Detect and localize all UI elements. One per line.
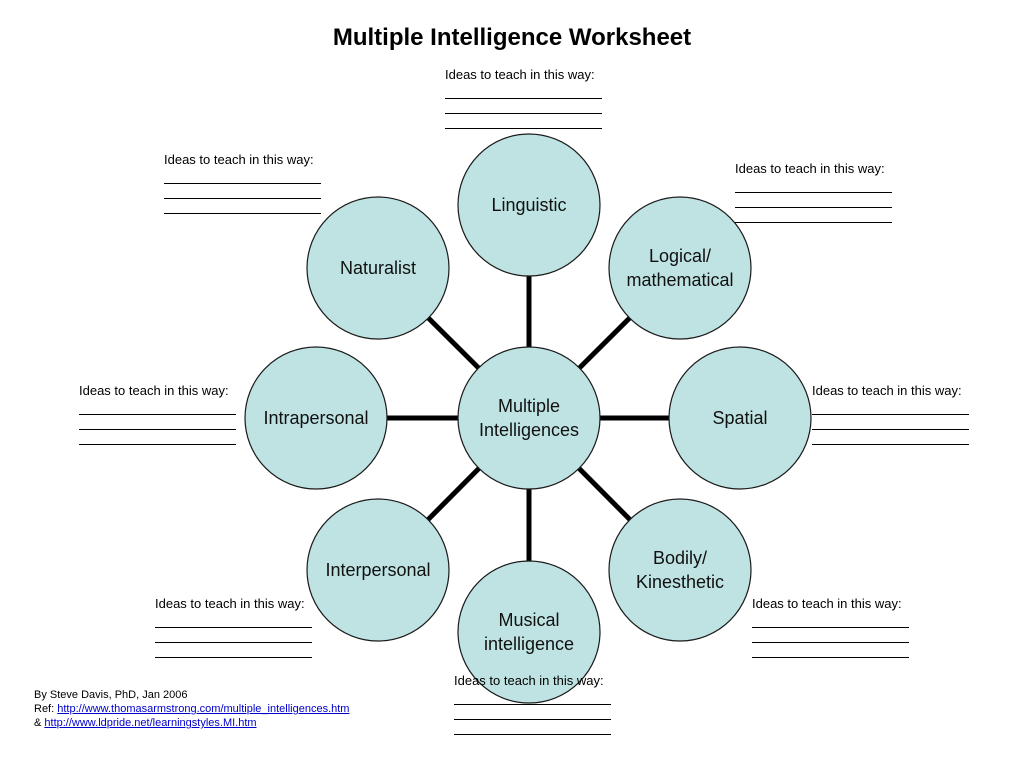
answer-line[interactable] <box>735 193 892 208</box>
answer-line[interactable] <box>735 208 892 223</box>
answer-line[interactable] <box>752 628 909 643</box>
node-center-label: Multiple <box>498 396 560 416</box>
answer-line[interactable] <box>812 400 969 415</box>
credits: By Steve Davis, PhD, Jan 2006 Ref: http:… <box>34 688 349 730</box>
node-spatial: Spatial <box>668 346 812 490</box>
node-musical-label: intelligence <box>484 634 574 654</box>
ideas-label: Ideas to teach in this way: <box>812 383 962 398</box>
node-spatial-shape <box>668 346 812 490</box>
ideas-label: Ideas to teach in this way: <box>454 673 604 688</box>
node-musical: Musical intelligence <box>457 560 601 704</box>
connector-logical <box>577 316 632 370</box>
node-spatial-label: Spatial <box>712 408 767 428</box>
node-logical-shape <box>608 196 752 340</box>
answer-line[interactable] <box>454 705 611 720</box>
ref-link-armstrong[interactable]: http://www.thomasarmstrong.com/multiple_… <box>57 703 350 715</box>
node-musical-label: Musical <box>498 610 559 630</box>
answer-line[interactable] <box>735 178 892 193</box>
ideas-label: Ideas to teach in this way: <box>752 596 902 611</box>
node-bodily-label: Kinesthetic <box>636 572 724 592</box>
ideas-label: Ideas to teach in this way: <box>735 161 885 176</box>
ideas-label: Ideas to teach in this way: <box>164 152 314 167</box>
answer-line[interactable] <box>752 643 909 658</box>
ref-link-ldpride[interactable]: http://www.ldpride.net/learningstyles.MI… <box>44 717 257 729</box>
node-logical-label: Logical/ <box>649 246 711 266</box>
node-naturalist-shape <box>306 196 450 340</box>
answer-line[interactable] <box>454 720 611 735</box>
answer-line[interactable] <box>454 690 611 705</box>
answer-line[interactable] <box>445 99 602 114</box>
node-intrapersonal-shape <box>244 346 388 490</box>
ideas-interpersonal: Ideas to teach in this way: <box>155 595 312 658</box>
answer-line[interactable] <box>812 415 969 430</box>
node-logical-label: mathematical <box>626 270 733 290</box>
ideas-label: Ideas to teach in this way: <box>155 596 305 611</box>
answer-line[interactable] <box>164 184 321 199</box>
connector-naturalist <box>426 316 481 370</box>
ref-prefix: Ref: <box>34 703 58 715</box>
node-interpersonal-label: Interpersonal <box>325 560 430 580</box>
ideas-naturalist: Ideas to teach in this way: <box>164 151 321 214</box>
answer-line[interactable] <box>155 643 312 658</box>
answer-line[interactable] <box>79 415 236 430</box>
node-center-label: Intelligences <box>479 420 579 440</box>
node-center-shape <box>457 346 601 490</box>
author-credit: By Steve Davis, PhD, Jan 2006 <box>34 689 188 701</box>
answer-line[interactable] <box>445 84 602 99</box>
answer-line[interactable] <box>155 628 312 643</box>
node-interpersonal-shape <box>306 498 450 642</box>
ideas-spatial: Ideas to teach in this way: <box>812 382 969 445</box>
ideas-label: Ideas to teach in this way: <box>79 383 229 398</box>
ideas-musical: Ideas to teach in this way: <box>454 672 611 735</box>
answer-line[interactable] <box>79 400 236 415</box>
answer-line[interactable] <box>752 613 909 628</box>
ideas-logical: Ideas to teach in this way: <box>735 160 892 223</box>
connector-bodily <box>577 466 632 522</box>
node-naturalist-label: Naturalist <box>340 258 416 278</box>
node-intrapersonal-label: Intrapersonal <box>263 408 368 428</box>
node-interpersonal: Interpersonal <box>306 498 450 642</box>
node-linguistic: Linguistic <box>457 133 601 277</box>
ref-amp: & <box>34 717 45 729</box>
node-linguistic-shape <box>457 133 601 277</box>
ideas-intrapersonal: Ideas to teach in this way: <box>79 382 236 445</box>
reference-line: Ref: http://www.thomasarmstrong.com/mult… <box>34 702 349 716</box>
answer-line[interactable] <box>164 169 321 184</box>
answer-line[interactable] <box>445 114 602 129</box>
answer-line[interactable] <box>155 613 312 628</box>
node-intrapersonal: Intrapersonal <box>244 346 388 490</box>
connector-interpersonal <box>426 466 481 522</box>
page-title: Multiple Intelligence Worksheet <box>332 24 692 51</box>
ideas-linguistic: Ideas to teach in this way: <box>445 66 602 129</box>
answer-line[interactable] <box>812 430 969 445</box>
node-musical-shape <box>457 560 601 704</box>
answer-line[interactable] <box>164 199 321 214</box>
reference-line-2: & http://www.ldpride.net/learningstyles.… <box>34 716 349 730</box>
node-logical: Logical/mathematical <box>608 196 752 340</box>
node-bodily: Bodily/Kinesthetic <box>608 498 752 642</box>
node-naturalist: Naturalist <box>306 196 450 340</box>
node-bodily-shape <box>608 498 752 642</box>
ideas-bodily: Ideas to teach in this way: <box>752 595 909 658</box>
ideas-label: Ideas to teach in this way: <box>445 67 595 82</box>
node-bodily-label: Bodily/ <box>653 548 707 568</box>
node-linguistic-label: Linguistic <box>491 195 566 215</box>
answer-line[interactable] <box>79 430 236 445</box>
